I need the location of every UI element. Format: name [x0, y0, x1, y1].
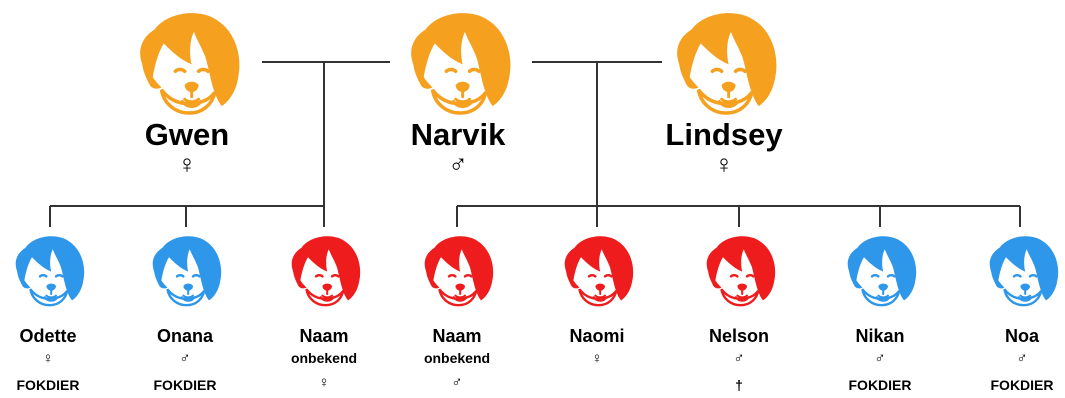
puppy-3-name-note: onbekend	[290, 350, 358, 366]
parent-sex-gwen: ♀	[177, 149, 197, 179]
puppy-8-dog-head-icon	[989, 236, 1059, 307]
puppy-7-sex: ♂	[874, 350, 886, 367]
puppy-3-dog-head-icon	[291, 236, 361, 307]
parent-name-lindsey: Lindsey	[665, 117, 783, 152]
puppy-6-sex: ♂	[733, 350, 745, 367]
puppy-6-status: †	[735, 377, 743, 393]
puppy-4-name: Naam	[432, 326, 482, 346]
puppy-1-sex: ♀	[42, 350, 54, 367]
puppy-3-name: Naam	[299, 326, 349, 346]
puppy-3-sex: ♀	[318, 374, 330, 391]
dog-head-icon-narvik	[411, 13, 511, 115]
puppy-2-dog-head-icon	[152, 236, 222, 307]
puppy-5-dog-head-icon	[564, 236, 634, 307]
puppy-7-dog-head-icon	[847, 236, 917, 307]
dog-head-icon-lindsey	[677, 13, 777, 115]
puppy-2-name: Onana	[156, 326, 213, 346]
puppy-1-status: FOKDIER	[16, 377, 80, 393]
puppy-6-dog-head-icon	[706, 236, 776, 307]
puppy-7-status: FOKDIER	[848, 377, 912, 393]
puppy-1-dog-head-icon	[15, 236, 85, 307]
puppy-2-status: FOKDIER	[153, 377, 217, 393]
puppy-2-sex: ♂	[179, 350, 191, 367]
puppy-8-status: FOKDIER	[990, 377, 1054, 393]
puppy-8-name: Noa	[1004, 326, 1039, 346]
puppy-7-name: Nikan	[855, 326, 905, 346]
puppy-5-name: Naomi	[569, 326, 625, 346]
puppy-8-sex: ♂	[1016, 350, 1028, 367]
parent-name-gwen: Gwen	[144, 117, 230, 152]
dog-head-icon-gwen	[140, 13, 240, 115]
parent-sex-narvik: ♂	[448, 149, 468, 179]
puppy-4-sex: ♂	[451, 374, 463, 391]
puppy-6-name: Nelson	[708, 326, 769, 346]
puppy-4-name-note: onbekend	[423, 350, 491, 366]
parent-sex-lindsey: ♀	[714, 149, 734, 179]
puppy-4-dog-head-icon	[424, 236, 494, 307]
puppy-1-name: Odette	[19, 326, 77, 346]
puppy-5-sex: ♀	[591, 350, 603, 367]
parent-name-narvik: Narvik	[410, 117, 506, 152]
